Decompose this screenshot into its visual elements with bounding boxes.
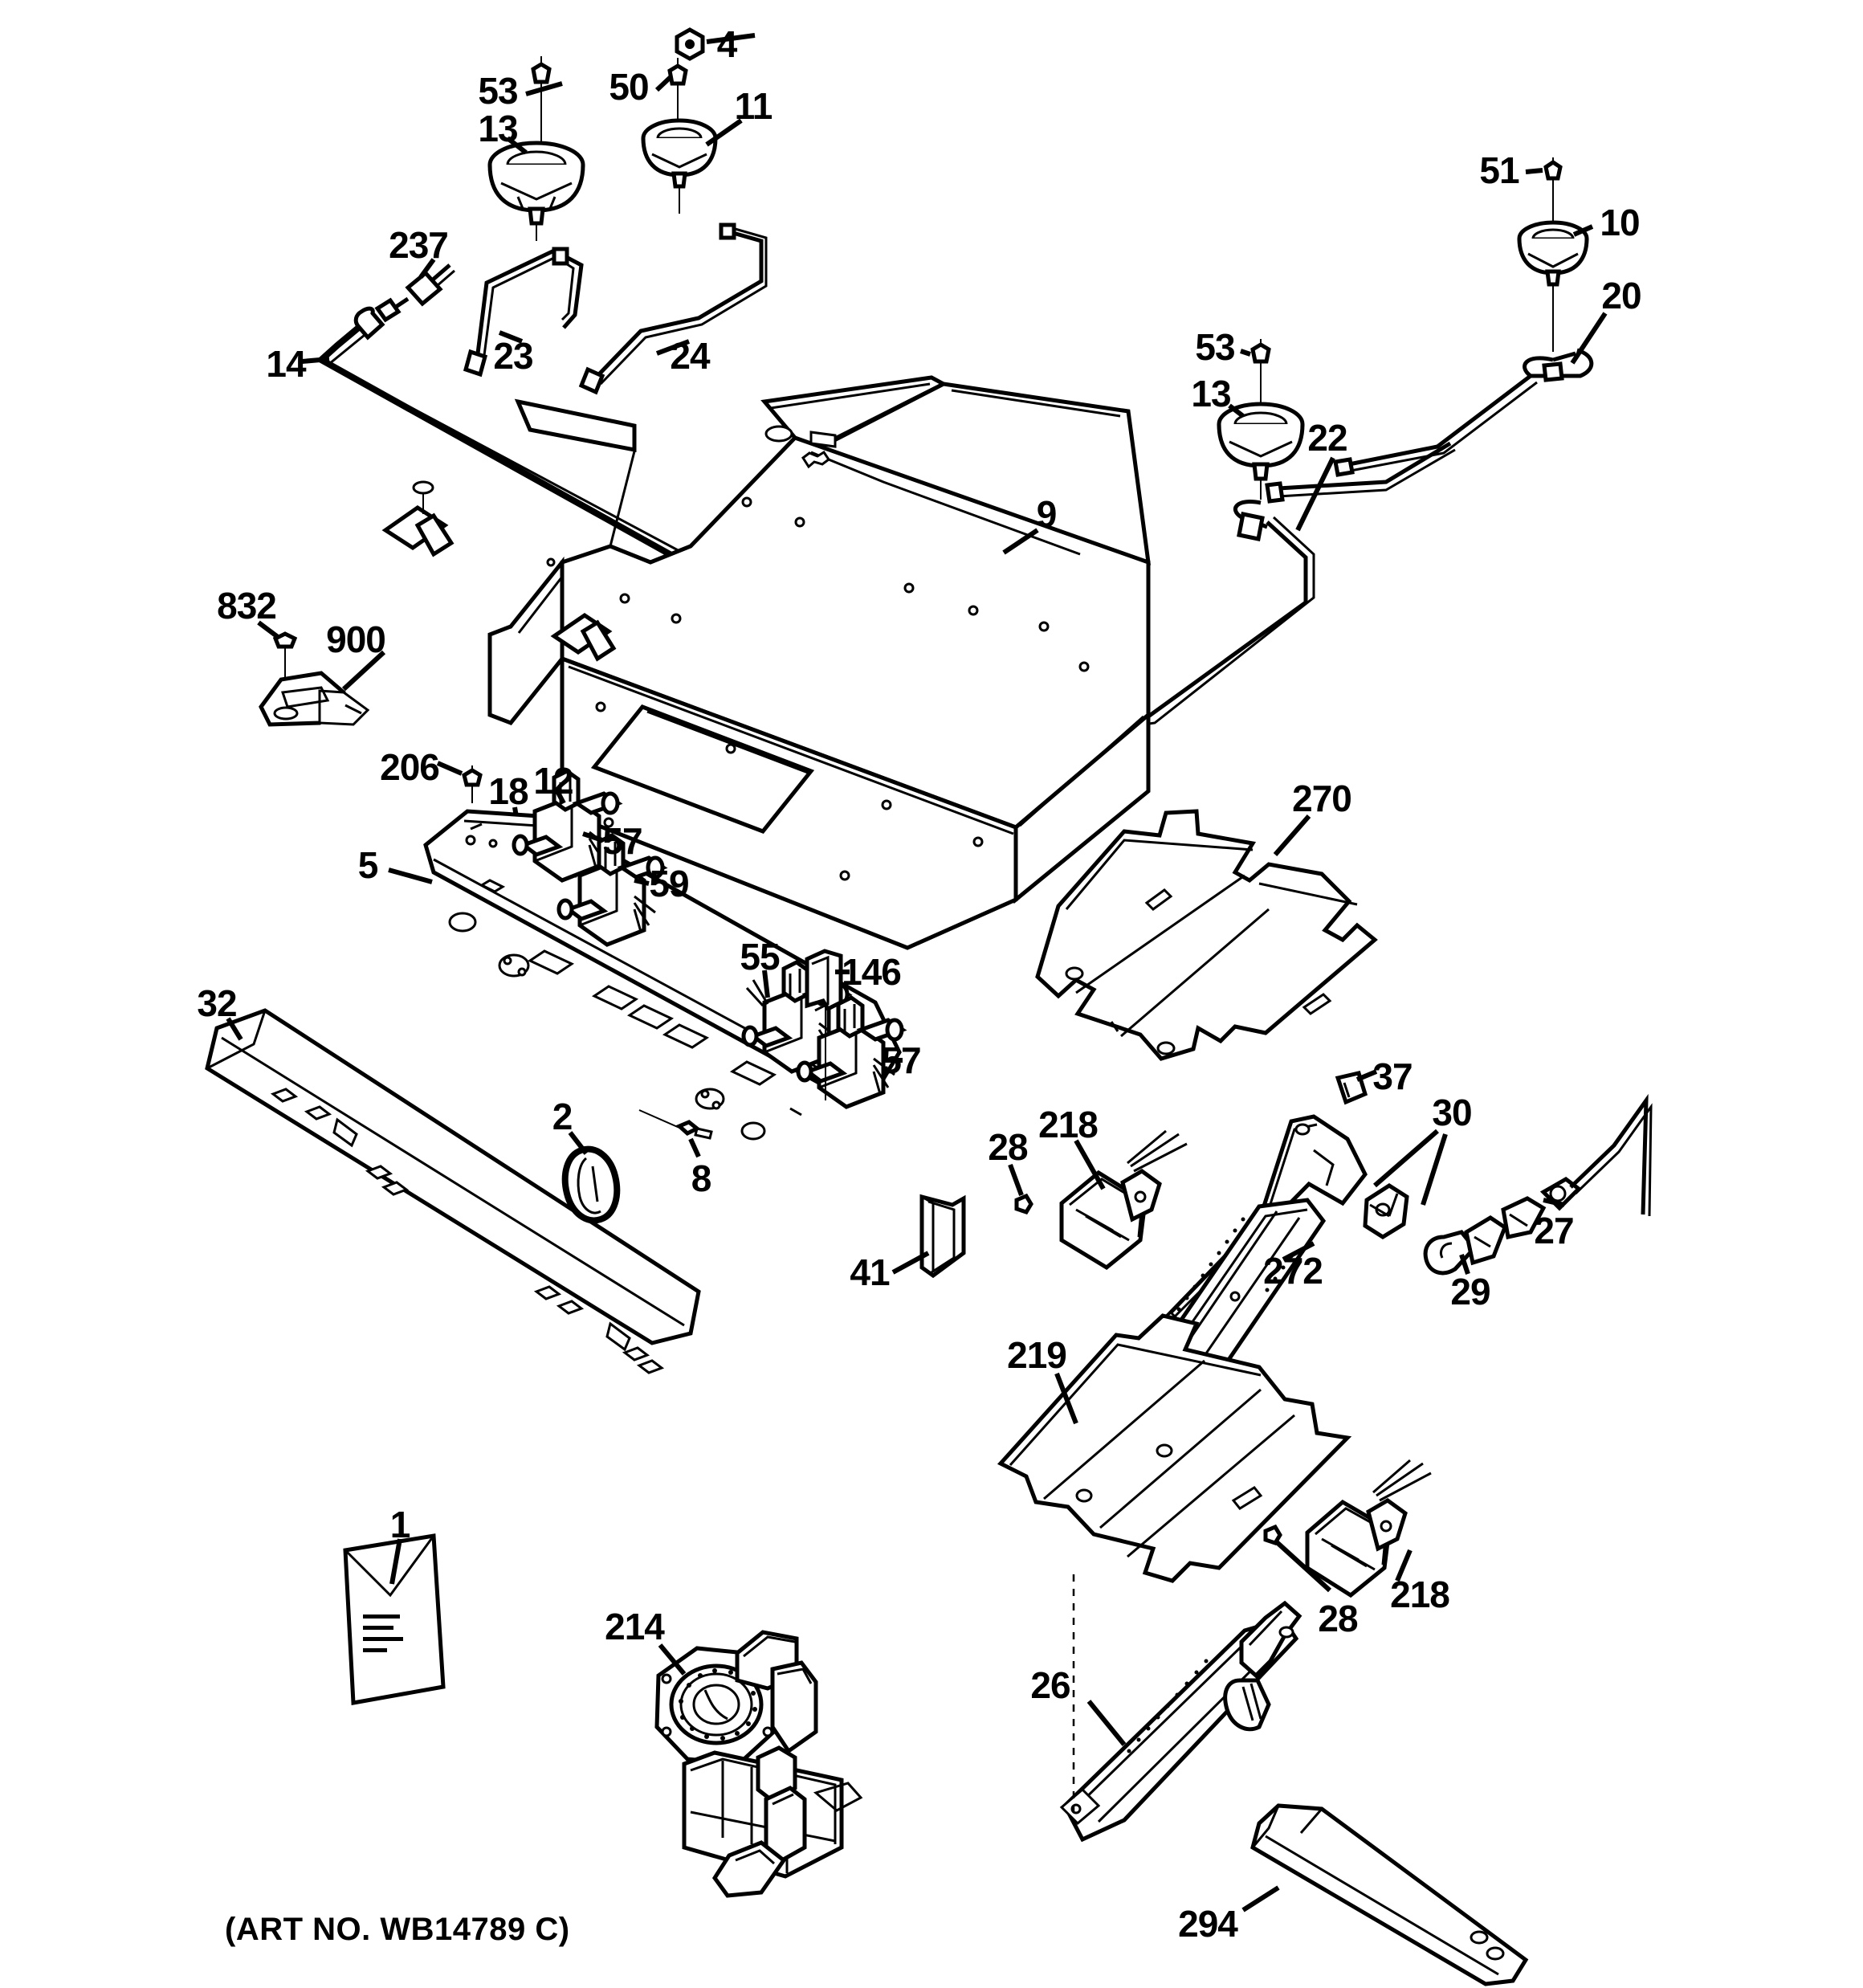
igniter-electrode-part-237 <box>374 258 455 323</box>
callout-4: 4 <box>716 23 738 65</box>
trim-bracket-part-294 <box>1241 1803 1529 1986</box>
callout-272: 272 <box>1263 1250 1323 1292</box>
igniter-module-part-218a <box>1059 1129 1188 1271</box>
callout-57-b: 57 <box>881 1039 921 1081</box>
callout-11: 11 <box>734 85 773 127</box>
screw-part-8 <box>638 1109 713 1158</box>
gas-valve-part-57b <box>796 995 907 1109</box>
callout-24: 24 <box>670 335 710 377</box>
callout-27: 27 <box>1534 1210 1574 1251</box>
burner-head-part-11 <box>641 118 743 214</box>
orifice-spud-part-51 <box>1525 157 1563 225</box>
burner-tube-part-22 <box>1109 441 1456 731</box>
callout-13-a: 13 <box>478 108 518 149</box>
callout-206: 206 <box>380 746 440 788</box>
callout-218-b: 218 <box>1390 1574 1450 1615</box>
main-top-chassis-part-9 <box>487 375 1152 950</box>
fitting-part-30 <box>1363 1129 1448 1239</box>
trim-rail-part-32 <box>205 1008 701 1374</box>
callout-900: 900 <box>326 618 386 660</box>
callout-26: 26 <box>1030 1664 1070 1706</box>
callout-41: 41 <box>850 1251 890 1293</box>
callout-57-a: 57 <box>602 820 642 862</box>
callout-37: 37 <box>1372 1055 1413 1097</box>
callout-29: 29 <box>1450 1271 1490 1312</box>
burner-head-part-13a <box>487 136 585 241</box>
callout-270: 270 <box>1292 778 1352 819</box>
orifice-spud-part-53b <box>1240 339 1271 408</box>
gas-safety-valve-part-214 <box>654 1630 863 1898</box>
callout-55: 55 <box>740 936 780 978</box>
callout-9: 9 <box>1036 493 1058 535</box>
anti-tip-bracket-part-900 <box>259 650 386 727</box>
orifice-spud-part-50 <box>654 58 688 120</box>
control-knob-part-2 <box>561 1131 621 1224</box>
callout-146: 146 <box>842 951 902 993</box>
igniter-module-part-218b <box>1305 1459 1432 1598</box>
gas-valve-part-59 <box>556 833 668 947</box>
end-cap-part-41 <box>891 1194 966 1279</box>
art-number-caption: (ART NO. WB14789 C) <box>225 1912 570 1947</box>
callout-5: 5 <box>357 844 379 886</box>
burner-box-cover-part-270 <box>1035 809 1378 1061</box>
callout-59: 59 <box>649 863 689 904</box>
callout-50: 50 <box>609 66 649 108</box>
callout-20: 20 <box>1601 275 1641 316</box>
callout-30: 30 <box>1432 1092 1472 1133</box>
burner-head-part-10 <box>1517 220 1594 352</box>
callout-53-a: 53 <box>478 70 518 112</box>
screw-part-206 <box>436 761 483 803</box>
callout-218-a: 218 <box>1038 1104 1099 1145</box>
burner-tube-part-24 <box>578 222 768 395</box>
burner-head-part-13b <box>1217 402 1305 500</box>
callout-12: 12 <box>533 760 573 802</box>
nut-part-4 <box>675 27 756 61</box>
callout-22: 22 <box>1307 417 1347 459</box>
burner-tube-part-20 <box>1333 312 1608 477</box>
callout-237: 237 <box>389 224 449 266</box>
callout-53-b: 53 <box>1195 326 1235 368</box>
literature-pack-part-1 <box>343 1533 446 1705</box>
callout-28-b: 28 <box>1318 1598 1358 1639</box>
callout-8: 8 <box>691 1157 712 1199</box>
callout-13-b: 13 <box>1191 373 1231 414</box>
callout-28-a: 28 <box>988 1126 1028 1168</box>
callout-219: 219 <box>1007 1334 1067 1376</box>
elbow-fitting-part-29 <box>1423 1215 1508 1276</box>
callout-1: 1 <box>389 1504 411 1545</box>
clip-part-146 <box>805 949 850 1100</box>
callout-214: 214 <box>605 1606 665 1647</box>
callout-14: 14 <box>266 343 306 385</box>
small-clip-on-deck <box>381 480 617 662</box>
clip-retainer-part-37 <box>1335 1069 1378 1105</box>
callout-2: 2 <box>552 1096 573 1137</box>
burner-tube-part-23 <box>463 247 584 378</box>
broil-burner-part-26 <box>1059 1574 1302 1843</box>
callout-32: 32 <box>197 982 237 1024</box>
screw-part-28b <box>1263 1524 1332 1593</box>
callout-10: 10 <box>1600 202 1640 243</box>
broil-burner-cover-part-219 <box>997 1313 1352 1583</box>
orifice-spud-part-53a <box>525 56 563 153</box>
callout-18: 18 <box>488 770 528 812</box>
callout-51: 51 <box>1479 149 1519 191</box>
callout-23: 23 <box>493 335 533 377</box>
fitting-part-27 <box>1501 1093 1653 1239</box>
callout-832: 832 <box>217 585 277 627</box>
screw-part-28a <box>1008 1163 1033 1215</box>
callout-294: 294 <box>1178 1903 1238 1945</box>
